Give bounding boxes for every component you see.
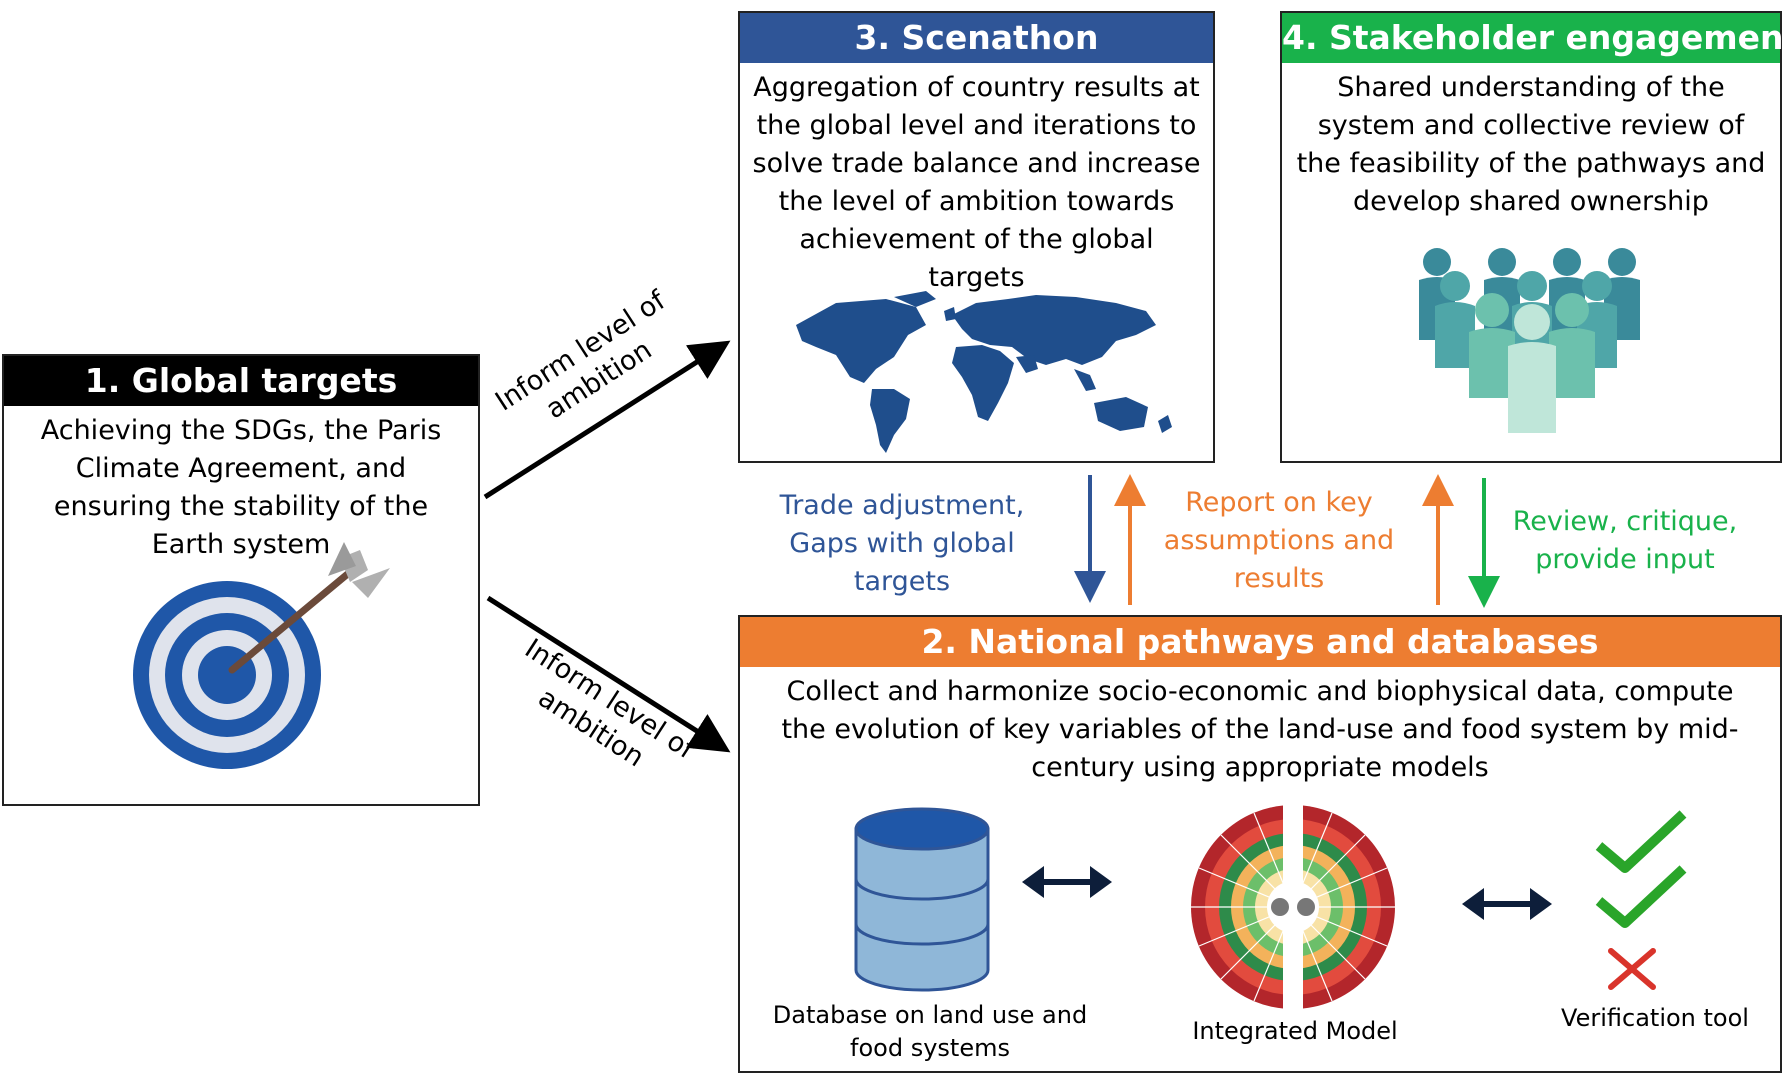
scenathon-text: Aggregation of country results at the gl… <box>752 72 1201 293</box>
people-group-icon <box>1419 248 1640 433</box>
integrated-model-wheel-icon <box>1191 805 1395 1009</box>
trade-adjustment-label: Trade adjustment, Gaps with global targe… <box>779 490 1025 597</box>
target-arrow-icon <box>133 542 390 769</box>
verification-caption: Verification tool <box>1561 1004 1749 1032</box>
cross-icon <box>1608 948 1656 990</box>
integrated-model-caption: Integrated Model <box>1192 1017 1398 1045</box>
database-caption: Database on land use and food systems <box>772 1001 1088 1062</box>
global-targets-box: 1. Global targets Achieving the SDGs, th… <box>2 354 480 806</box>
scenathon-title: 3. Scenathon <box>740 13 1213 63</box>
report-label: Report on key assumptions and results <box>1163 487 1395 594</box>
stakeholder-box: 4. Stakeholder engagement Shared underst… <box>1280 11 1786 463</box>
scenathon-box: 3. Scenathon Aggregation of country resu… <box>738 11 1215 463</box>
national-pathways-box: 2. National pathways and databases Colle… <box>738 615 1782 1073</box>
national-pathways-title: 2. National pathways and databases <box>740 617 1780 667</box>
checkmark-icon <box>1595 865 1687 928</box>
national-pathways-text: Collect and harmonize socio-economic and… <box>781 676 1739 783</box>
database-icon <box>854 807 990 992</box>
inform-arrow-upper <box>483 340 731 500</box>
world-map-icon <box>796 291 1172 453</box>
stakeholder-text: Shared understanding of the system and c… <box>1296 72 1766 217</box>
review-label: Review, critique, provide input <box>1512 506 1738 575</box>
double-arrow-icon <box>1462 888 1552 920</box>
global-targets-title: 1. Global targets <box>4 356 478 406</box>
global-targets-text: Achieving the SDGs, the Paris Climate Ag… <box>40 415 442 560</box>
stakeholder-title: 4. Stakeholder engagement <box>1282 13 1786 63</box>
checkmark-icon <box>1595 810 1687 873</box>
double-arrow-icon <box>1022 866 1112 898</box>
inform-arrow-lower <box>486 595 731 753</box>
